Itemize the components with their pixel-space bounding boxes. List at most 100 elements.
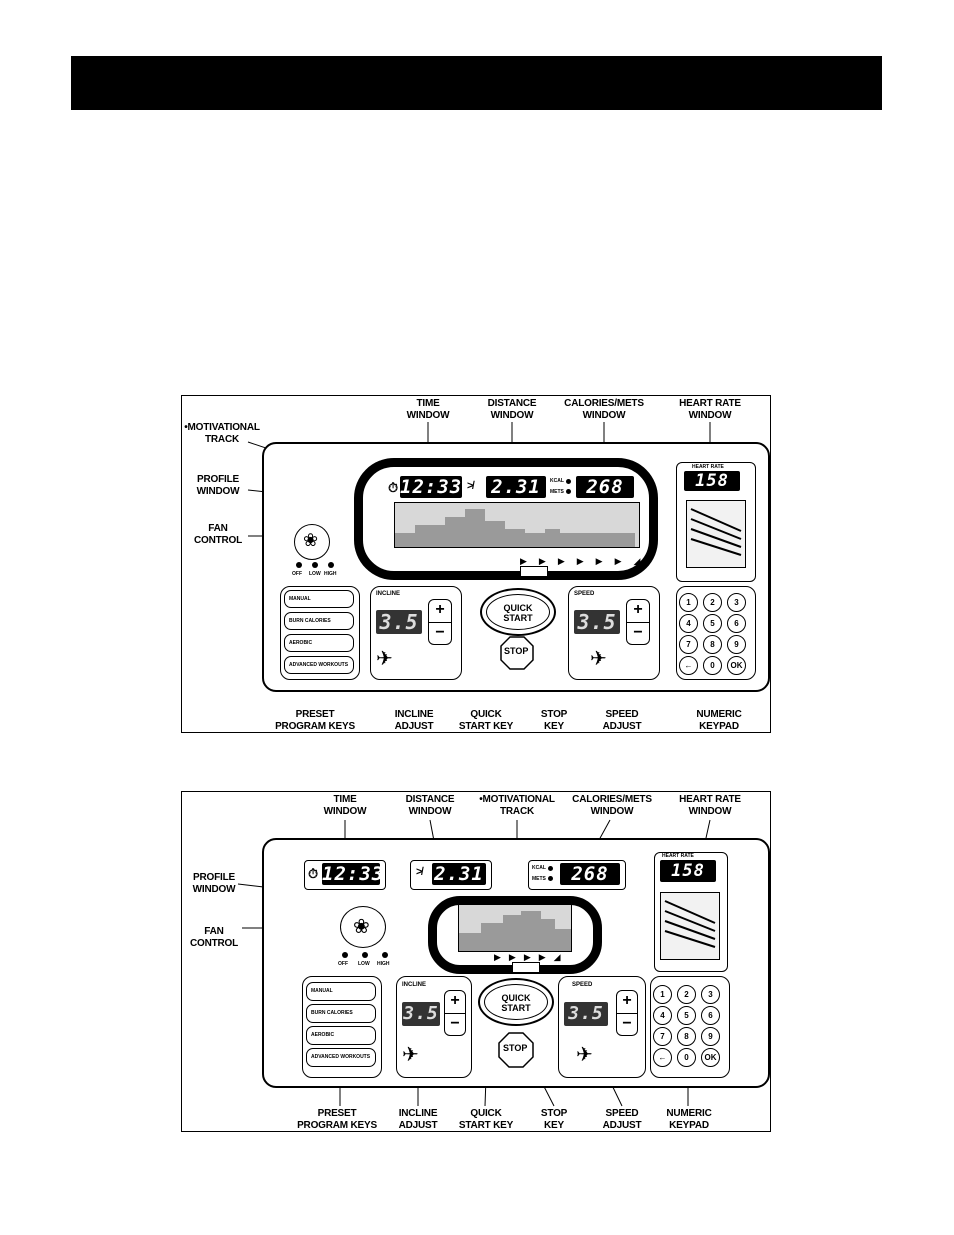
mets-led bbox=[566, 489, 571, 494]
fan-button[interactable]: ❀ bbox=[340, 906, 386, 948]
heart-rate-display: 158 bbox=[660, 860, 716, 882]
kcal-led bbox=[548, 866, 553, 871]
zone-lines bbox=[690, 508, 742, 556]
keypad-key[interactable]: 2 bbox=[677, 985, 696, 1004]
keypad-key[interactable]: 0 bbox=[677, 1048, 696, 1067]
incline-plus-minus-buttons[interactable]: +− bbox=[428, 599, 452, 645]
mets-indicator: METS bbox=[550, 489, 564, 495]
calories-display: 268 bbox=[560, 863, 620, 885]
mets-indicator: METS bbox=[532, 876, 546, 882]
kcal-led bbox=[566, 479, 571, 484]
speed-plus-minus-buttons[interactable]: +− bbox=[616, 990, 638, 1036]
keypad-key[interactable]: 0 bbox=[703, 656, 722, 675]
time-display: 12:33 bbox=[322, 863, 385, 885]
keypad-key[interactable]: 5 bbox=[677, 1006, 696, 1025]
runner-distance-icon: ≯ bbox=[467, 480, 474, 492]
speed-runner-icon: ✈ bbox=[576, 1044, 593, 1066]
program-manual-button[interactable]: MANUAL bbox=[306, 982, 376, 1001]
incline-plus-minus-buttons[interactable]: +− bbox=[444, 990, 466, 1036]
calories-display: 268 bbox=[576, 476, 634, 498]
keypad-key[interactable]: OK bbox=[701, 1048, 720, 1067]
keypad-key[interactable]: 1 bbox=[653, 985, 672, 1004]
keypad-key[interactable]: 7 bbox=[653, 1027, 672, 1046]
distance-display: 2.31 bbox=[486, 476, 546, 498]
keypad-key[interactable]: 9 bbox=[727, 635, 746, 654]
program-aerobic-button[interactable]: AEROBIC bbox=[284, 634, 354, 652]
keypad-key[interactable]: 4 bbox=[679, 614, 698, 633]
keypad-key[interactable]: 4 bbox=[653, 1006, 672, 1025]
stop-button[interactable]: STOP bbox=[500, 636, 534, 670]
fan-led-low bbox=[362, 952, 368, 958]
distance-display: 2.31 bbox=[432, 863, 486, 885]
stop-button[interactable]: STOP bbox=[498, 1032, 534, 1068]
incline-walker-icon: ✈ bbox=[402, 1044, 419, 1066]
keypad-key[interactable]: 3 bbox=[701, 985, 720, 1004]
keypad-key[interactable]: 7 bbox=[679, 635, 698, 654]
heart-rate-zone-chart bbox=[686, 500, 746, 568]
keypad-key[interactable]: 6 bbox=[701, 1006, 720, 1025]
fan-led-high bbox=[382, 952, 388, 958]
track-arrows: ▶▶▶▶◢ bbox=[494, 952, 569, 962]
track-key[interactable] bbox=[520, 566, 548, 577]
keypad-key[interactable]: OK bbox=[727, 656, 746, 675]
program-manual-button[interactable]: MANUAL bbox=[284, 590, 354, 608]
program-burn-calories-button[interactable]: BURN CALORIES bbox=[284, 612, 354, 630]
keypad-key[interactable]: 2 bbox=[703, 593, 722, 612]
keypad-key[interactable]: 3 bbox=[727, 593, 746, 612]
fan-label-low: LOW bbox=[358, 961, 370, 967]
keypad-key[interactable]: 5 bbox=[703, 614, 722, 633]
keypad-key[interactable]: 8 bbox=[703, 635, 722, 654]
fan-icon: ❀ bbox=[353, 916, 370, 938]
stop-octagon bbox=[500, 636, 534, 670]
program-advanced-button[interactable]: ADVANCED WORKOUTS bbox=[306, 1048, 376, 1067]
profile-bars bbox=[395, 509, 635, 547]
program-advanced-button[interactable]: ADVANCED WORKOUTS bbox=[284, 656, 354, 674]
keypad-key[interactable]: 8 bbox=[677, 1027, 696, 1046]
program-burn-calories-button[interactable]: BURN CALORIES bbox=[306, 1004, 376, 1023]
incline-title: INCLINE bbox=[402, 982, 426, 988]
fan-led-off bbox=[342, 952, 348, 958]
zone-lines bbox=[664, 900, 716, 948]
fan-button[interactable]: ❀ bbox=[294, 524, 330, 560]
speed-title: SPEED bbox=[574, 591, 595, 597]
keypad-key[interactable]: 1 bbox=[679, 593, 698, 612]
speed-plus-minus-buttons[interactable]: +− bbox=[626, 599, 650, 645]
track-key[interactable] bbox=[512, 962, 540, 973]
fan-label-high: HIGH bbox=[324, 571, 337, 577]
keypad-key[interactable]: 9 bbox=[701, 1027, 720, 1046]
keypad-key[interactable]: ← bbox=[679, 656, 698, 675]
fan-led-high bbox=[328, 562, 334, 568]
fan-label-off: OFF bbox=[292, 571, 302, 577]
keypad-key[interactable]: ← bbox=[653, 1048, 672, 1067]
incline-display: 3.5 bbox=[402, 1002, 440, 1026]
stop-octagon bbox=[498, 1032, 534, 1068]
speed-title: SPEED bbox=[572, 982, 593, 988]
fan-led-low bbox=[312, 562, 318, 568]
keypad-key[interactable]: 6 bbox=[727, 614, 746, 633]
program-aerobic-button[interactable]: AEROBIC bbox=[306, 1026, 376, 1045]
heart-rate-title: HEART RATE bbox=[662, 853, 694, 859]
page-header-banner bbox=[71, 56, 882, 110]
